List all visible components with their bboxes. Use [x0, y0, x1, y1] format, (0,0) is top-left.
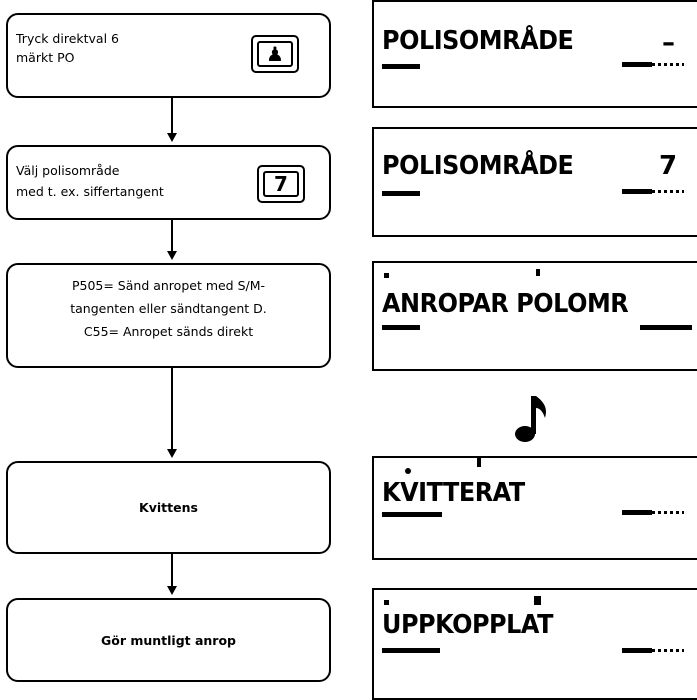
step3-line2: tangenten eller sändtangent D. [70, 301, 267, 316]
step3-line3: C55= Anropet sänds direkt [83, 324, 254, 339]
display-3-mark-a [384, 273, 389, 278]
display-1-input-field [622, 62, 684, 67]
display-4-input-field [622, 510, 684, 515]
arrow-4 [167, 586, 177, 595]
arrow-2 [167, 251, 177, 260]
display-calling-police-area: ANROPAR POLOMR [372, 261, 697, 371]
display-2-text: POLISOMRÅDE [382, 151, 574, 181]
display-4-mark-a [405, 468, 411, 474]
arrow-1 [167, 133, 177, 142]
step1-line1: Tryck direktval 6 [16, 31, 119, 46]
connector-1 [171, 98, 173, 136]
arrow-3 [167, 449, 177, 458]
display-5-input-field [622, 648, 684, 653]
digit-key-label: 7 [263, 171, 299, 197]
display-3-mark-b [536, 269, 540, 276]
digit-key: 7 [257, 165, 305, 203]
step2-line1: Välj polisområde [16, 163, 120, 178]
display-acknowledged: KVITTERAT [372, 456, 697, 560]
step5-text: Gör muntligt anrop [100, 632, 237, 648]
display-police-area-empty: POLISOMRÅDE – [372, 0, 697, 108]
display-2-input-field [622, 189, 684, 194]
display-4-mark-b [477, 458, 481, 467]
step-make-verbal-call: Gör muntligt anrop [6, 598, 331, 682]
display-4-text: KVITTERAT [382, 478, 525, 508]
display-1-cursor-underline [382, 64, 420, 69]
music-note-icon [515, 396, 546, 442]
step1-line2: märkt PO [16, 50, 75, 65]
connector-2 [171, 220, 173, 254]
display-5-text: UPPKOPPLAT [382, 610, 553, 640]
display-1-text: POLISOMRÅDE [382, 26, 574, 56]
step-press-direct-select: Tryck direktval 6 märkt PO ♟ [6, 13, 331, 98]
display-police-area-7: POLISOMRÅDE 7 [372, 127, 697, 237]
display-connected: UPPKOPPLAT [372, 588, 697, 700]
step4-text: Kvittens [139, 500, 198, 515]
step-acknowledgement: Kvittens [6, 461, 331, 554]
display-3-cursor-underline [382, 325, 420, 330]
step2-line2: med t. ex. siffertangent [16, 184, 164, 199]
display-3-text: ANROPAR POLOMR [382, 289, 629, 319]
direct-select-key-icon: ♟ [257, 41, 293, 67]
connector-3 [171, 368, 173, 452]
display-4-cursor-underline [382, 512, 442, 517]
display-2-cursor-underline [382, 191, 420, 196]
step-select-police-area: Välj polisområde med t. ex. siffertangen… [6, 145, 331, 220]
step-send-call: P505= Sänd anropet med S/M- tangenten el… [6, 263, 331, 368]
display-1-suffix: – [662, 28, 675, 58]
display-5-mark-b [534, 596, 541, 605]
display-5-mark-a [384, 600, 389, 605]
direct-select-key: ♟ [251, 35, 299, 73]
step3-line1: P505= Sänd anropet med S/M- [71, 278, 266, 293]
display-3-underline-mr [640, 325, 692, 330]
connector-4 [171, 554, 173, 589]
display-2-suffix: 7 [659, 151, 678, 181]
display-5-cursor-underline [382, 648, 440, 653]
